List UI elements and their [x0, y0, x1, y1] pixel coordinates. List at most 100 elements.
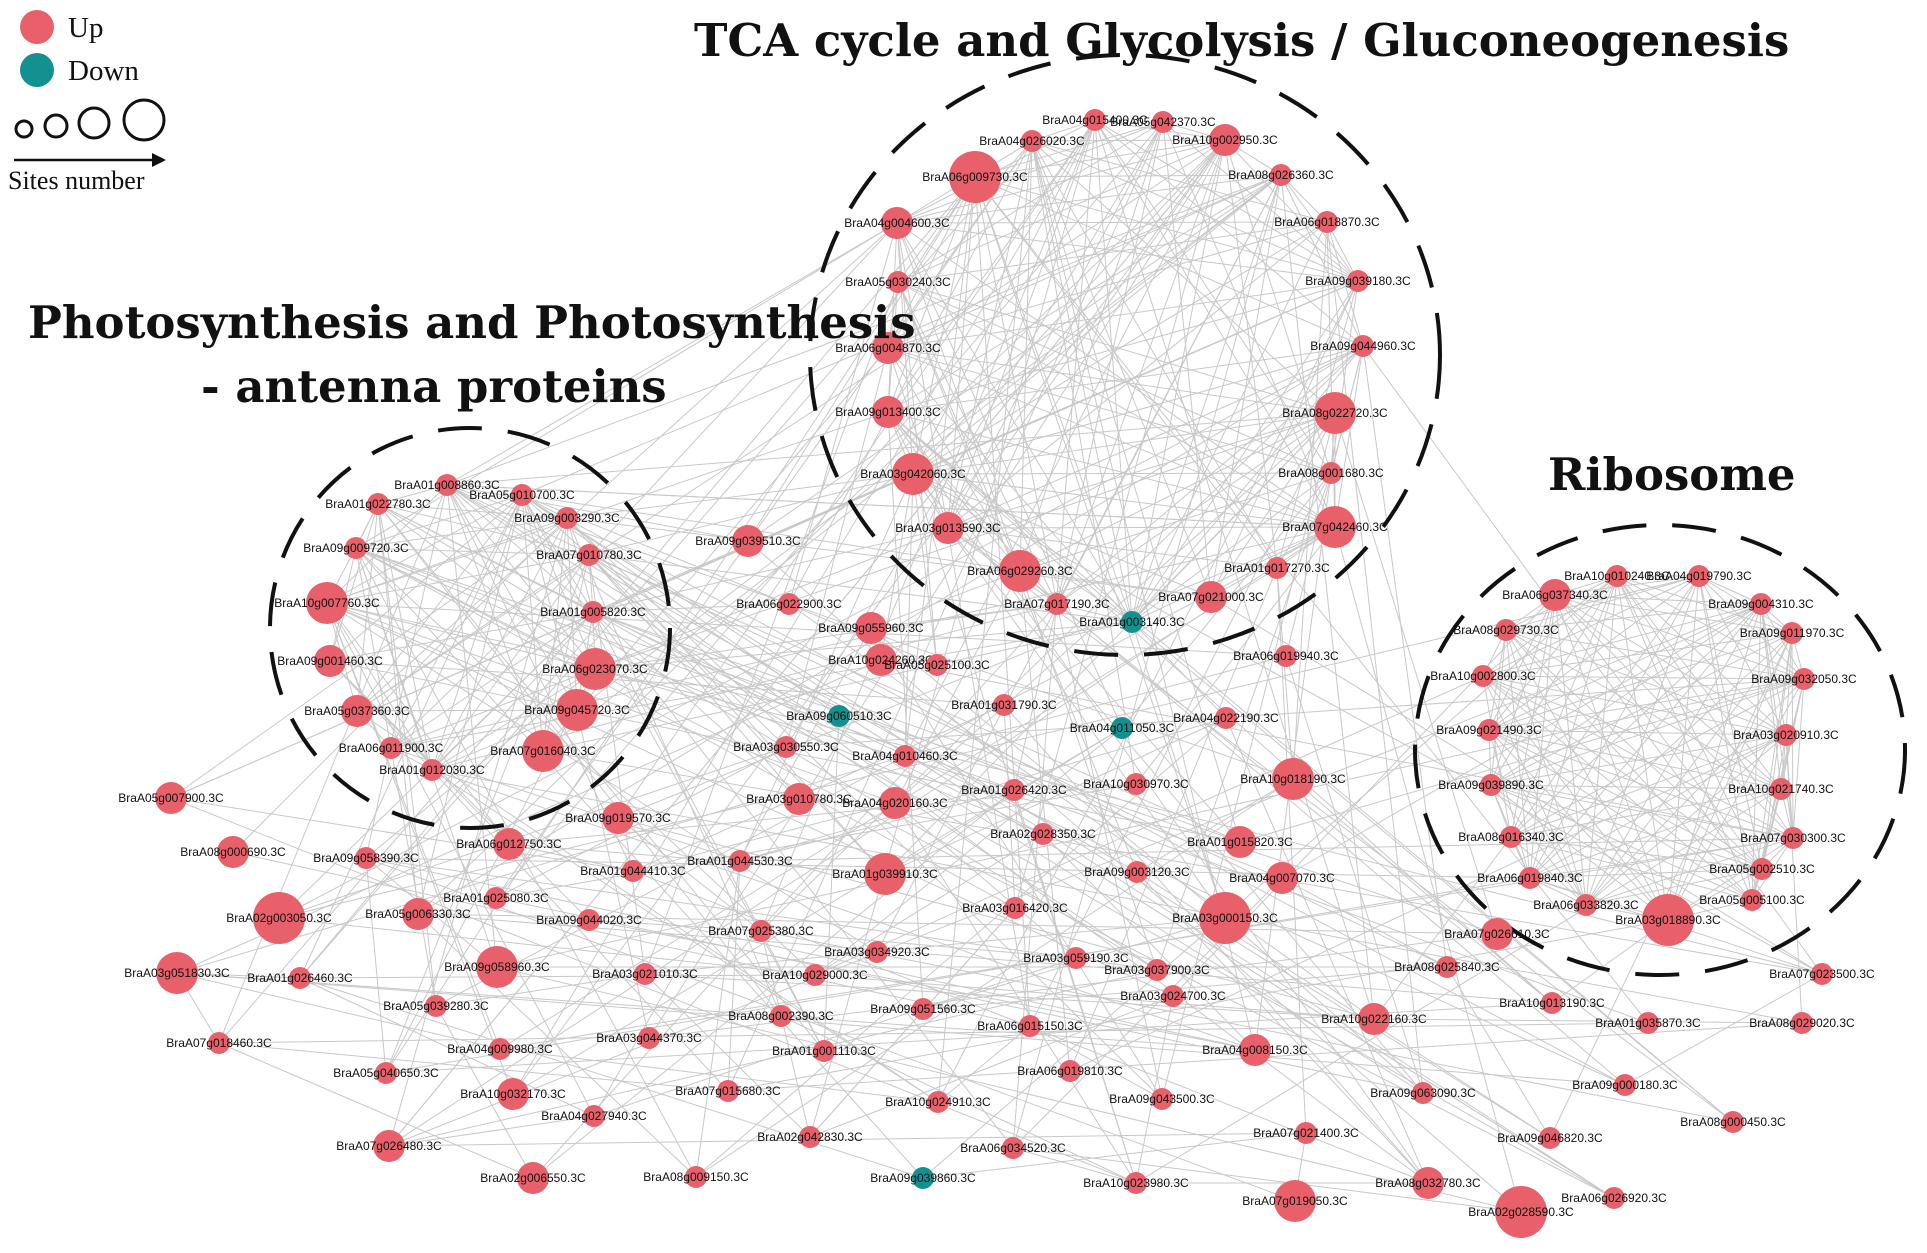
protein-node [872, 396, 904, 428]
protein-node [1274, 1180, 1316, 1222]
network-edge [431, 769, 729, 1092]
network-edge [329, 660, 590, 921]
protein-node [1019, 1015, 1041, 1037]
network-edge [1510, 575, 1700, 838]
network-edge [566, 517, 1212, 598]
network-edge [588, 554, 1133, 623]
protein-node-label: BraA08g032780.3C [1375, 1176, 1481, 1190]
protein-node-label: BraA09g039180.3C [1305, 274, 1411, 288]
network-edge [1554, 594, 1669, 921]
protein-node [1125, 1172, 1147, 1194]
network-edge [377, 503, 596, 670]
protein-node-label: BraA04g009980.3C [447, 1042, 553, 1056]
network-edge [1505, 629, 1669, 921]
protein-node [1199, 892, 1251, 944]
protein-node [493, 828, 525, 860]
protein-node [1495, 1186, 1547, 1238]
network-edge [356, 139, 1226, 712]
protein-node [341, 695, 373, 727]
network-edge [896, 221, 1328, 224]
tca-group-title: TCA cycle and Glycolysis / Gluconeogenes… [694, 14, 1790, 67]
network-edge [388, 517, 568, 1147]
protein-node [1209, 124, 1241, 156]
protein-node [865, 644, 897, 676]
protein-node [1793, 668, 1815, 690]
network-edge [912, 345, 1364, 475]
protein-node [1472, 665, 1494, 687]
protein-node [1782, 827, 1804, 849]
network-edge [1135, 995, 1174, 1184]
protein-node [949, 151, 1001, 203]
protein-node-label: BraA10g013190.3C [1499, 996, 1605, 1010]
network-edge [431, 517, 568, 771]
protein-node [887, 271, 909, 293]
network-edge [365, 857, 1296, 1202]
network-edge [1488, 729, 1782, 790]
protein-node-label: BraA02g042830.3C [757, 1130, 863, 1144]
network-edge [896, 121, 1164, 224]
protein-node-label: BraA02g028590.3C [1468, 1205, 1574, 1219]
network-edge [1056, 603, 1553, 1004]
protein-node-label: BraA07g021400.3C [1253, 1126, 1359, 1140]
protein-node [717, 1080, 739, 1102]
protein-node [1541, 992, 1563, 1014]
network-edge [532, 603, 1058, 1179]
protein-node [1539, 1127, 1561, 1149]
network-edge [329, 660, 433, 771]
protein-node [813, 1040, 835, 1062]
protein-node-label: BraA02g006550.3C [480, 1171, 586, 1185]
protein-node-label: BraA10g022160.3C [1321, 1012, 1427, 1026]
network-edge [388, 139, 1226, 1147]
protein-node-label: BraA05g040650.3C [333, 1066, 439, 1080]
protein-node-label: BraA05g005100.3C [1699, 893, 1805, 907]
protein-node-label: BraA08g002390.3C [728, 1009, 834, 1023]
protein-node [770, 1005, 792, 1027]
protein-node [775, 736, 797, 758]
protein-node [799, 1126, 821, 1148]
network-edge [1224, 139, 1359, 282]
network-edge [1031, 119, 1096, 142]
network-edge [435, 1005, 534, 1179]
protein-node-label: BraA07g030300.3C [1740, 831, 1846, 845]
network-edge [417, 139, 1226, 915]
network-edge [1554, 594, 1782, 790]
network-edge [326, 602, 896, 804]
protein-node [778, 593, 800, 615]
network-edge [278, 575, 1700, 919]
protein-node-label: BraA06g029260.3C [967, 564, 1073, 578]
network-edge [947, 527, 1226, 919]
protein-node-label: BraA08g029020.3C [1749, 1016, 1855, 1030]
network-edge [1224, 139, 1332, 474]
network-edge [299, 977, 595, 1117]
protein-node-label: BraA10g024260.3C [828, 653, 934, 667]
network-edge [385, 176, 976, 1074]
network-edge [1505, 629, 1753, 901]
network-edge [1482, 603, 1762, 677]
protein-node [1642, 894, 1694, 946]
network-edge [1510, 836, 1587, 906]
network-edge [299, 974, 816, 979]
network-edge [1210, 596, 1823, 975]
network-edge [1505, 629, 1587, 906]
network-edge [377, 503, 1044, 835]
protein-node [622, 860, 644, 882]
protein-node [999, 550, 1041, 592]
network-edge [521, 494, 825, 1052]
network-edge [1549, 632, 1793, 1139]
network-edge [326, 602, 1287, 657]
protein-node [1412, 1167, 1444, 1199]
network-edge [1013, 603, 1058, 791]
protein-node-label: BraA09g044960.3C [1310, 339, 1416, 353]
network-edge [1094, 119, 1336, 528]
photosynthesis-cluster-outline [268, 426, 672, 830]
network-edge [947, 527, 1424, 1094]
protein-node [217, 836, 249, 868]
protein-node-label: BraA06g023070.3C [542, 662, 648, 676]
network-edge [170, 797, 634, 872]
network-edge [388, 526, 1336, 1147]
network-edge [521, 174, 1282, 496]
network-edge [388, 969, 1158, 1147]
network-edge [326, 411, 889, 604]
protein-node [1347, 270, 1369, 292]
network-edge [592, 611, 1615, 1199]
